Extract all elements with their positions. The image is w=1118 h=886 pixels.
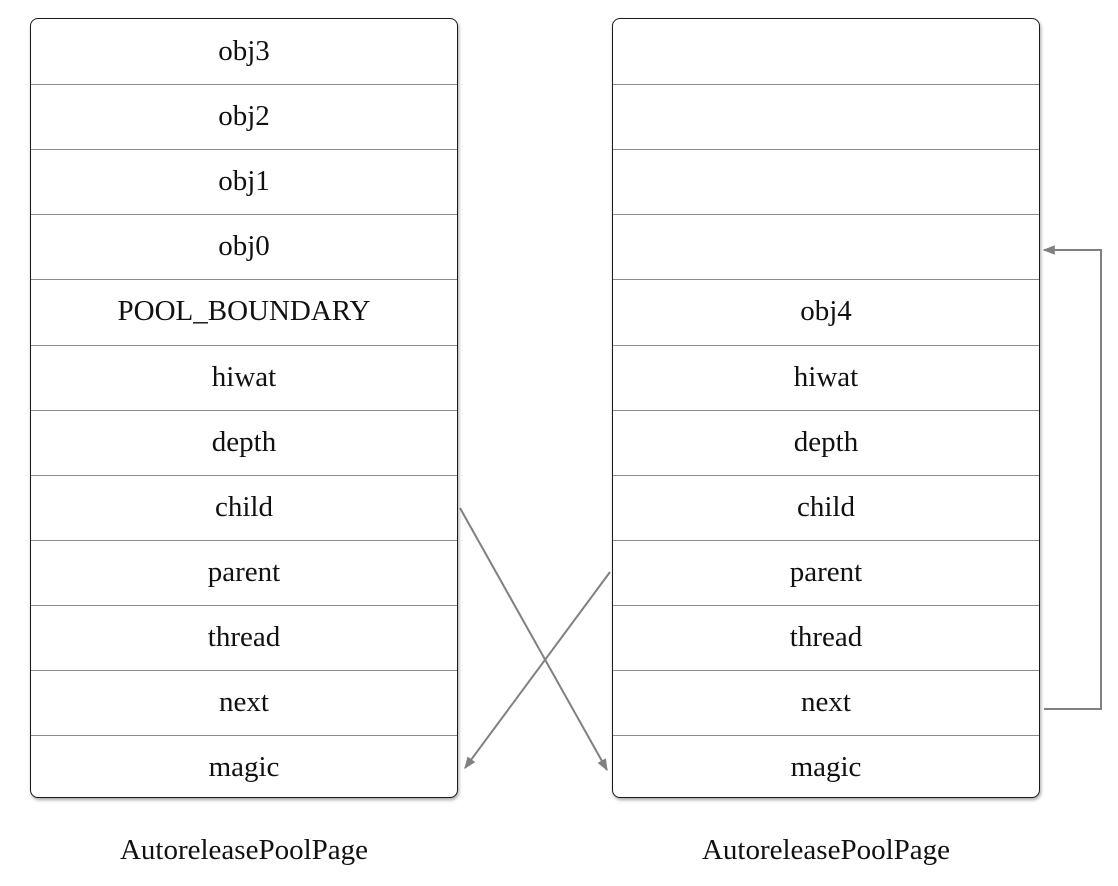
- page-caption-right: AutoreleasePoolPage: [701, 834, 951, 866]
- slot-divider: [31, 735, 457, 737]
- slot-divider: [31, 474, 457, 476]
- slot-right-empty-0: [613, 19, 1039, 84]
- parent-to-magic-arrow: [464, 571, 611, 769]
- slot-right-magic: magic: [790, 751, 862, 784]
- slot-right-empty-1: [613, 84, 1039, 149]
- slot-left-obj3: obj3: [218, 35, 270, 67]
- slot-left-magic: magic: [208, 751, 280, 784]
- slot-left-parent: parent: [207, 555, 281, 588]
- slot-right-empty-2: [613, 149, 1039, 214]
- slot-divider: [613, 409, 1039, 411]
- slot-divider: [31, 539, 457, 541]
- slot-left-obj0: obj0: [218, 230, 270, 263]
- slot-right-thread: thread: [789, 620, 863, 653]
- slot-right-child: child: [797, 490, 855, 523]
- slot-left-thread: thread: [207, 620, 281, 653]
- slot-divider: [31, 149, 457, 151]
- slot-divider: [613, 149, 1039, 151]
- slot-divider: [31, 214, 457, 216]
- autorelease-pool-page-right: obj4 hiwat depth child parent thread next magic: [612, 18, 1040, 798]
- slot-divider: [613, 84, 1039, 86]
- slot-divider: [31, 409, 457, 411]
- slot-divider: [31, 84, 457, 86]
- slot-left-next: next: [219, 686, 269, 718]
- slot-right-depth: depth: [793, 425, 859, 458]
- slot-divider: [613, 214, 1039, 216]
- slot-divider: [613, 604, 1039, 606]
- slot-right-next: next: [801, 686, 851, 718]
- slot-divider: [613, 474, 1039, 476]
- slot-left-obj2: obj2: [218, 100, 270, 133]
- slot-right-hiwat: hiwat: [793, 360, 859, 393]
- next-pointer-arrow: [1042, 245, 1102, 710]
- slot-left-pool-boundary: POOL_BOUNDARY: [117, 295, 371, 328]
- slot-divider: [31, 279, 457, 281]
- slot-right-parent: parent: [789, 555, 863, 588]
- slot-divider: [613, 279, 1039, 281]
- slot-divider: [613, 344, 1039, 346]
- slot-left-hiwat: hiwat: [211, 360, 277, 393]
- slot-divider: [31, 670, 457, 671]
- slot-divider: [613, 539, 1039, 541]
- slot-left-child: child: [215, 490, 273, 523]
- slot-divider: [31, 344, 457, 346]
- slot-left-obj1: obj1: [218, 165, 270, 198]
- slot-divider: [31, 604, 457, 606]
- slot-right-obj4: obj4: [800, 295, 852, 328]
- child-to-magic-arrow: [459, 507, 608, 772]
- slot-divider: [613, 735, 1039, 737]
- page-caption-left: AutoreleasePoolPage: [119, 834, 369, 866]
- slot-divider: [613, 670, 1039, 671]
- slot-right-empty-3: [613, 214, 1039, 279]
- slot-left-depth: depth: [211, 425, 277, 458]
